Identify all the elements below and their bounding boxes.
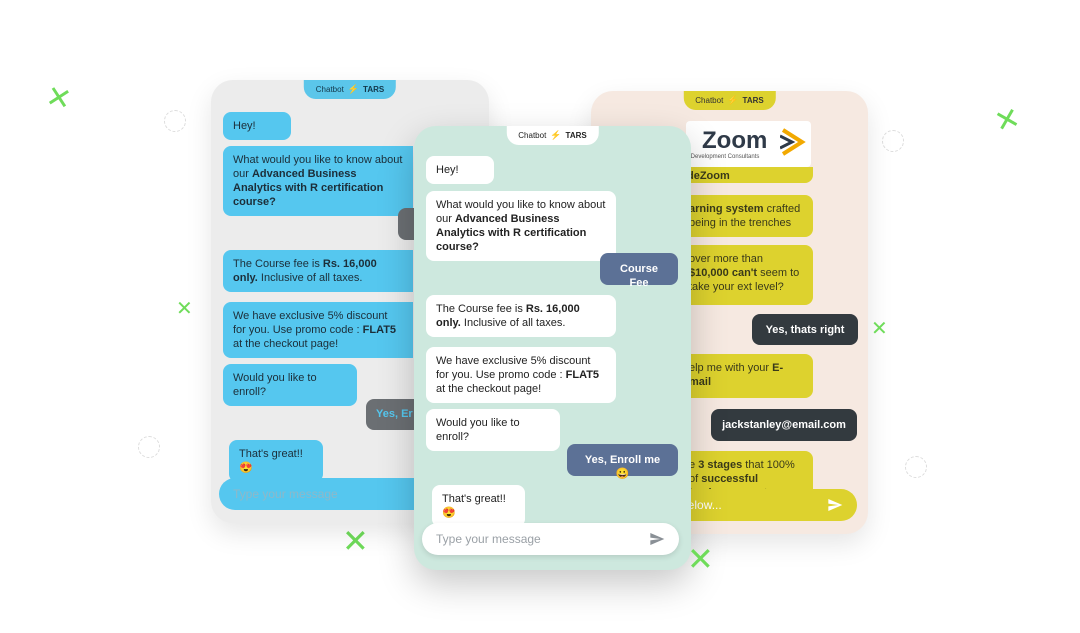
- bot-message: e 3 stages that 100% of successful busin…: [671, 451, 813, 499]
- user-message: Yes, thats right: [752, 314, 858, 345]
- chat-header: Chatbot ⚡ TARS: [683, 91, 776, 110]
- company-logo: Zoom s Development Consultants: [686, 121, 811, 167]
- decor-ring-3: [882, 130, 904, 152]
- bot-message: The Course fee is Rs. 16,000 only. Inclu…: [223, 250, 413, 292]
- bot-message: That's great!! 😍: [229, 440, 323, 482]
- send-icon[interactable]: [827, 497, 843, 513]
- bolt-icon: ⚡: [347, 84, 360, 94]
- decor-ring-2: [138, 436, 160, 458]
- send-icon[interactable]: [649, 531, 665, 547]
- bot-message: Hey!: [426, 156, 494, 184]
- chat-header: Chatbot ⚡ TARS: [506, 126, 599, 145]
- center-chat-window: Chatbot ⚡ TARS Hey! What would you like …: [414, 126, 691, 570]
- bot-message: What would you like to know about our Ad…: [223, 146, 413, 216]
- bot-message: What would you like to know about our Ad…: [426, 191, 616, 261]
- decor-cross-5: ✕: [871, 316, 888, 340]
- bot-message: Would you like to enroll?: [426, 409, 560, 451]
- bot-message: Would you like to enroll?: [223, 364, 357, 406]
- user-message: jackstanley@email.com: [711, 409, 857, 441]
- decor-cross-3: ✕: [342, 522, 369, 560]
- decor-cross-2: ✕: [176, 296, 193, 320]
- decor-ring-1: [164, 110, 186, 132]
- decor-cross-6: ✕: [990, 100, 1025, 141]
- bolt-icon: ⚡: [727, 95, 739, 105]
- decor-cross-4: ✕: [687, 540, 714, 578]
- bot-message: Hey!: [223, 112, 291, 140]
- bot-message: We have exclusive 5% discount for you. U…: [223, 302, 413, 358]
- user-message: [398, 208, 418, 240]
- bot-message: deZoom: [671, 167, 813, 183]
- bolt-icon: ⚡: [550, 130, 562, 140]
- decor-cross-1: ✕: [42, 78, 75, 119]
- chat-header: Chatbot ⚡ TARS: [303, 80, 397, 99]
- logo-arrow-icon: [780, 128, 806, 156]
- bot-message: arning system crafted being in the trenc…: [671, 195, 813, 237]
- decor-ring-4: [905, 456, 927, 478]
- bot-message: We have exclusive 5% discount for you. U…: [426, 347, 616, 403]
- message-input[interactable]: Type your message: [422, 523, 679, 555]
- bot-message: The Course fee is Rs. 16,000 only. Inclu…: [426, 295, 616, 337]
- bot-message: elp me with your E-mail: [671, 354, 813, 398]
- user-message: Course Fee: [600, 253, 678, 289]
- bot-message: That's great!! 😍: [432, 485, 525, 527]
- user-message: Yes, Er: [366, 399, 416, 430]
- bot-message: over more than $10,000 can't seem to tak…: [671, 245, 813, 305]
- user-message: Yes, Enroll me 😀: [567, 444, 678, 480]
